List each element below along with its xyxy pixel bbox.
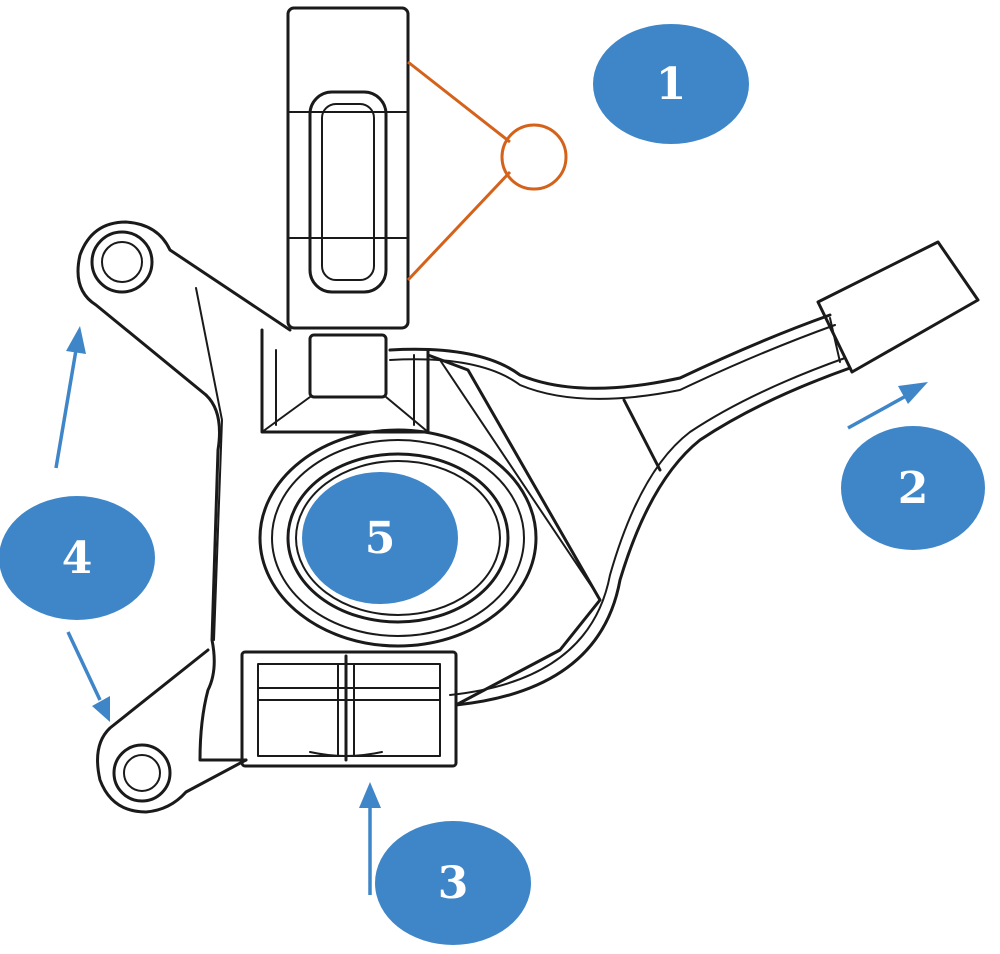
arrow-4-down [66, 631, 110, 722]
callout-4-label: 4 [62, 533, 93, 584]
arrow-2 [847, 382, 928, 430]
callout-2: 2 [841, 426, 985, 550]
joint-leader [406, 60, 568, 282]
caliper-mount [240, 650, 458, 768]
callout-1: 1 [593, 24, 749, 144]
callout-1-label: 1 [656, 59, 687, 110]
knuckle-body [195, 287, 602, 762]
arrow-3 [359, 782, 381, 895]
steering-arm [388, 240, 980, 707]
upper-arm [286, 6, 410, 399]
callout-4: 4 [0, 496, 155, 620]
arrow-4-up [54, 326, 86, 469]
joint-marker-circle [500, 123, 568, 191]
bearing-bore [258, 428, 538, 648]
upper-mounting-ear [76, 220, 292, 397]
callout-3-label: 3 [438, 858, 469, 909]
callout-5: 5 [302, 472, 458, 604]
callout-5-label: 5 [365, 513, 396, 564]
lower-mounting-ear [96, 648, 248, 814]
callout-3: 3 [375, 821, 531, 945]
knuckle-drawing [76, 6, 980, 814]
callout-2-label: 2 [898, 463, 929, 514]
